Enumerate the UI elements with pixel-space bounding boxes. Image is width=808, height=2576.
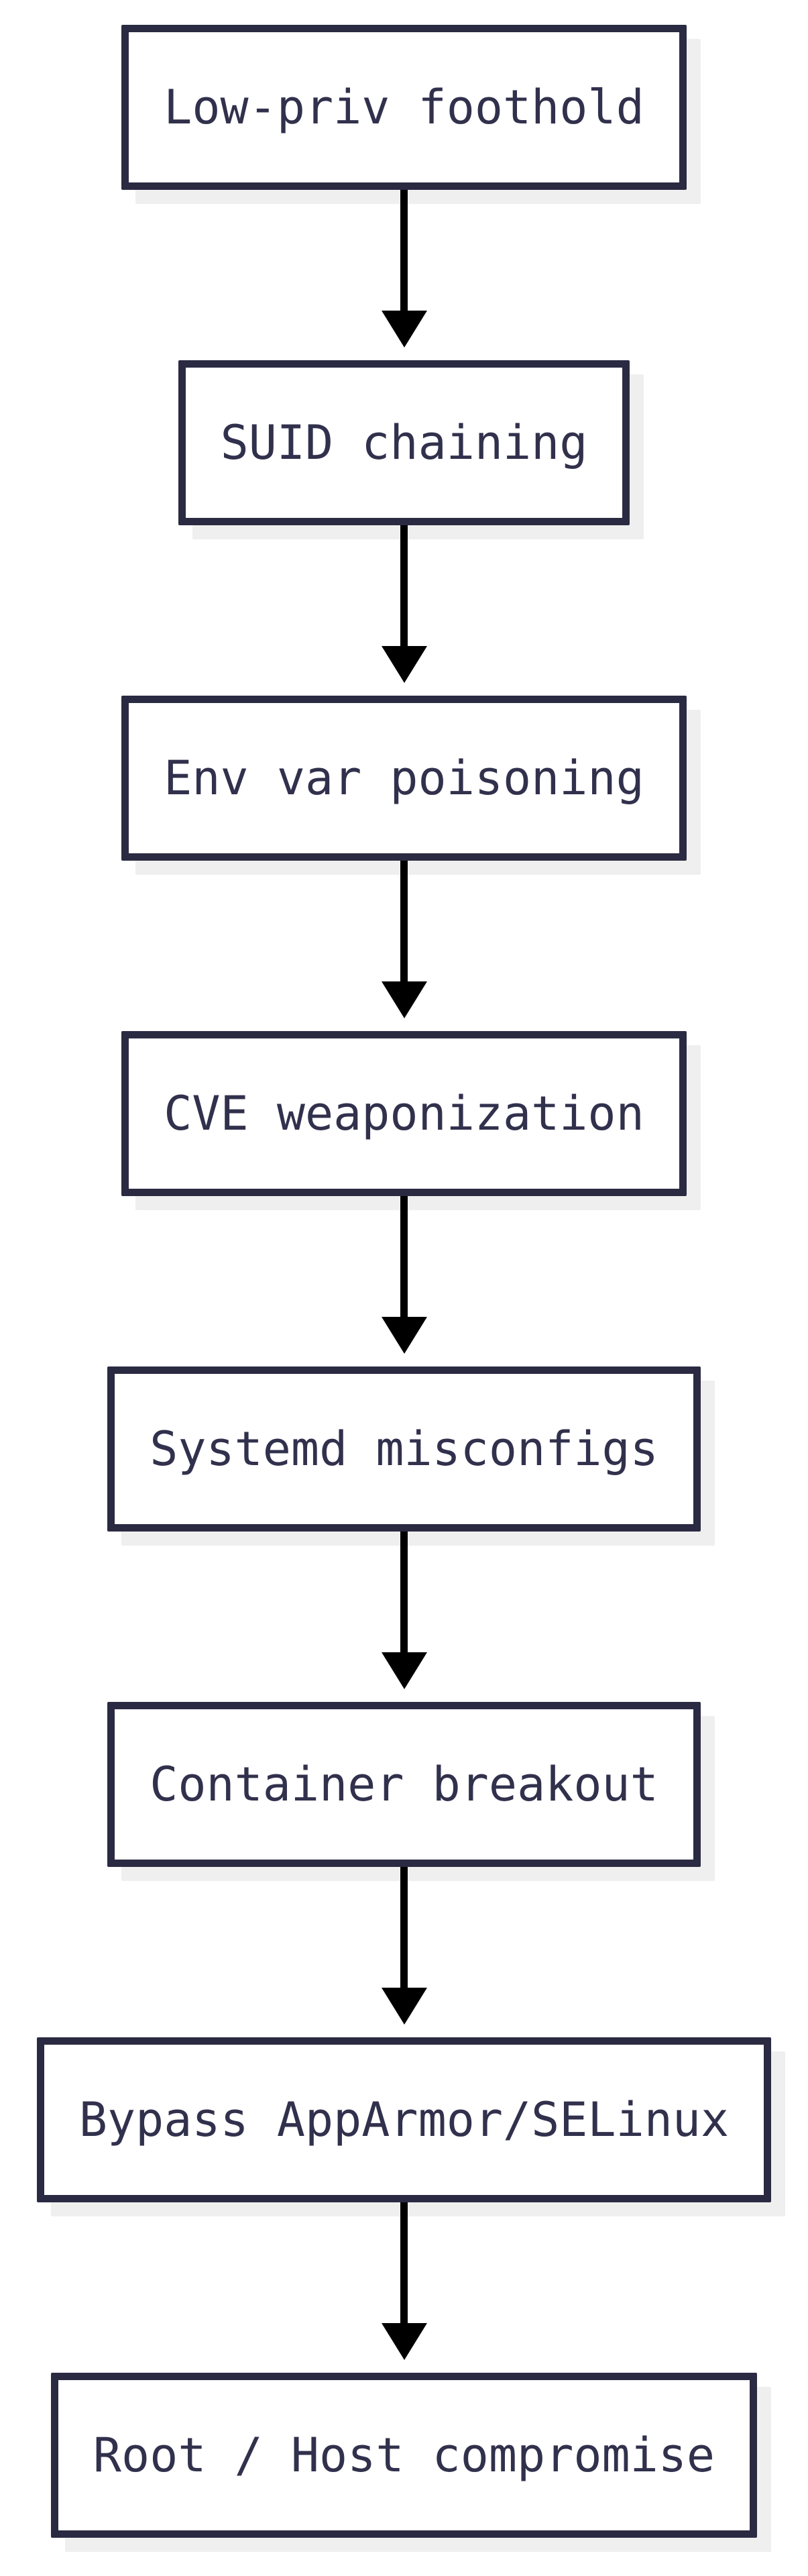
arrow-connector <box>381 1196 427 1366</box>
arrow-shaft <box>400 190 408 311</box>
arrow-down-icon <box>381 1988 427 2025</box>
arrow-shaft <box>400 1867 408 1988</box>
arrow-shaft <box>400 2202 408 2323</box>
arrow-connector <box>381 1532 427 1702</box>
flow-node-env-var-poisoning: Env var poisoning <box>121 696 687 861</box>
arrow-connector <box>381 190 427 360</box>
arrow-connector <box>381 861 427 1031</box>
flow-node-root-host-compromise: Root / Host compromise <box>50 2373 758 2538</box>
arrow-down-icon <box>381 1652 427 1689</box>
flow-node-cve-weaponization: CVE weaponization <box>121 1031 687 1196</box>
arrow-shaft <box>400 1532 408 1652</box>
flow-node-container-breakout: Container breakout <box>107 1702 701 1867</box>
arrow-shaft <box>400 861 408 981</box>
flow-node-suid-chaining: SUID chaining <box>178 360 630 525</box>
flow-node-systemd-misconfigs: Systemd misconfigs <box>107 1366 701 1532</box>
arrow-connector <box>381 2202 427 2373</box>
arrow-down-icon <box>381 646 427 683</box>
arrow-connector <box>381 525 427 696</box>
arrow-down-icon <box>381 1317 427 1354</box>
arrow-down-icon <box>381 311 427 347</box>
arrow-connector <box>381 1867 427 2037</box>
arrow-shaft <box>400 1196 408 1317</box>
arrow-down-icon <box>381 2323 427 2360</box>
flow-node-bypass-apparmor-selinux: Bypass AppArmor/SELinux <box>36 2037 772 2202</box>
flow-node-low-priv-foothold: Low-priv foothold <box>121 25 687 190</box>
arrow-down-icon <box>381 981 427 1018</box>
arrow-shaft <box>400 525 408 646</box>
